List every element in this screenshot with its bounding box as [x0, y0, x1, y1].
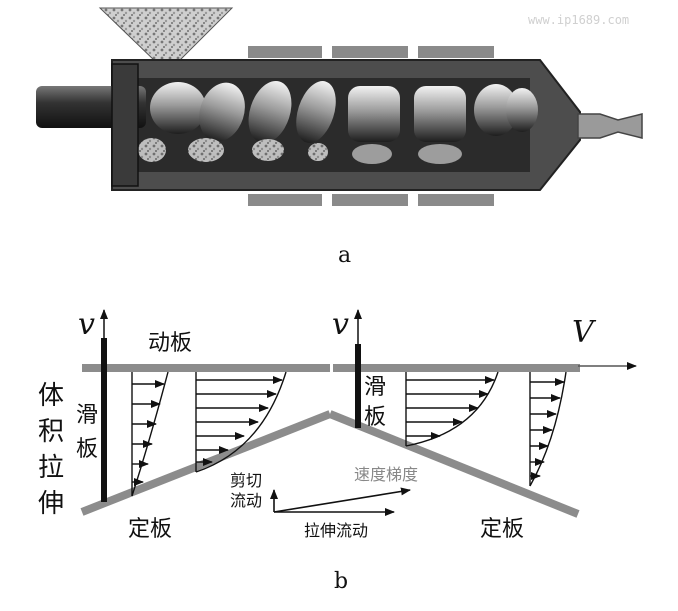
fixed-plate-right-label: 定板 — [480, 517, 524, 542]
slide-left-char-2: 板 — [76, 437, 98, 462]
moving-plate-label: 动板 — [148, 331, 192, 356]
shear-flow-line-2: 流动 — [230, 491, 262, 510]
v-label-left: v — [78, 307, 95, 342]
fixed-plate-left-label: 定板 — [128, 517, 172, 542]
heater-band-6 — [418, 194, 494, 206]
volume-stretch-char-1: 体 — [38, 381, 64, 411]
slide-left-char-1: 滑 — [76, 403, 98, 428]
volume-stretch-char-3: 拉 — [38, 453, 64, 483]
extensional-flow-label: 拉伸流动 — [304, 521, 368, 540]
shear-flow-line-1: 剪切 — [230, 471, 262, 490]
heater-band-5 — [332, 194, 408, 206]
screw — [150, 80, 538, 144]
watermark-text: www.ip1689.com — [528, 13, 629, 27]
fixed-plate-left — [80, 410, 332, 516]
barrel-flange — [111, 63, 139, 187]
volume-stretch-char-2: 积 — [38, 417, 64, 447]
velocity-profile-4 — [529, 371, 567, 487]
heater-band-4 — [248, 194, 322, 206]
volume-stretch-char-4: 伸 — [38, 489, 64, 519]
injection-barrel-illustration — [36, 7, 643, 206]
flow-direction-arrows — [270, 487, 411, 516]
velocity-gradient-label: 速度梯度 — [354, 465, 418, 484]
flow-diagram — [80, 309, 637, 518]
hopper — [98, 7, 234, 63]
caption-a: a — [338, 243, 351, 268]
v-label-mid: v — [332, 307, 349, 342]
fixed-plate-right — [328, 410, 580, 518]
heater-band-2 — [332, 46, 408, 58]
velocity-profile-2 — [195, 371, 287, 473]
nozzle — [577, 113, 643, 139]
velocity-profile-1 — [131, 371, 169, 497]
slide-mid-char-1: 滑 — [364, 375, 386, 400]
heater-band-3 — [418, 46, 494, 58]
velocity-profile-3 — [405, 371, 499, 447]
slide-mid-char-2: 板 — [364, 405, 386, 430]
melt-granules — [138, 138, 462, 164]
V-label-right: V — [572, 315, 597, 350]
heater-band-1 — [248, 46, 322, 58]
caption-b: b — [334, 569, 348, 594]
